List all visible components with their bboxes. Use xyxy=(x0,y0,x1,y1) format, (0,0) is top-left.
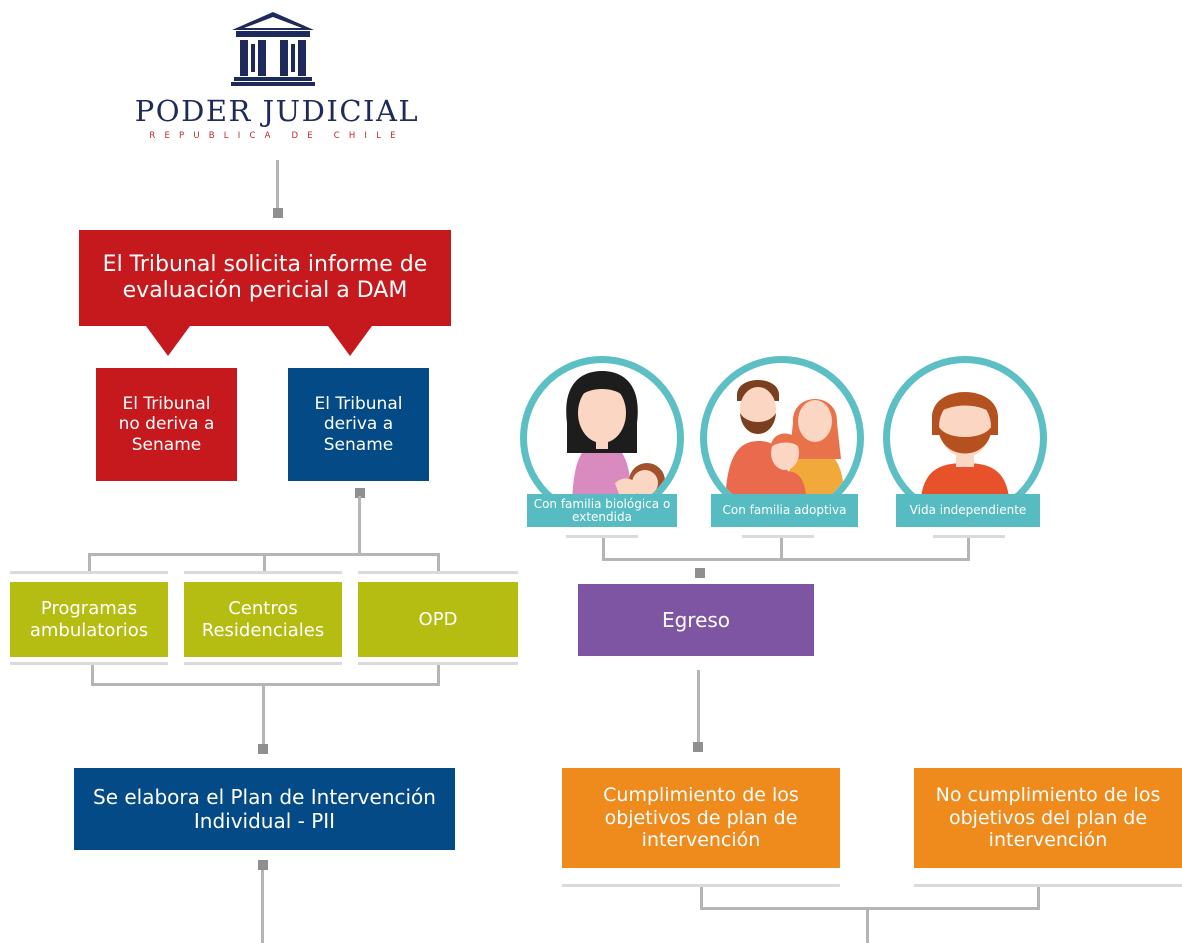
connector-node xyxy=(693,742,703,752)
connector-egress-down xyxy=(697,670,700,742)
connector-node xyxy=(258,744,268,754)
connector-branch-drop xyxy=(88,553,91,571)
shelf xyxy=(184,662,342,665)
mother-with-baby-icon xyxy=(566,371,665,513)
outcome-circle-biological xyxy=(520,356,684,520)
connector-branch-drop xyxy=(437,553,440,571)
shelf xyxy=(933,535,1005,538)
connector-plan-continue xyxy=(261,870,264,943)
shelf xyxy=(358,571,518,574)
plan-label: Se elabora el Plan de Intervención Indiv… xyxy=(93,785,436,833)
connector-fulfil-drop xyxy=(700,887,703,909)
centers-label: Centros Residenciales xyxy=(201,597,325,641)
opd-box: OPD xyxy=(358,582,518,657)
shelf xyxy=(10,571,168,574)
outcome-caption-independent: Vida independiente xyxy=(896,494,1040,527)
connector-node xyxy=(258,860,268,870)
connector-node xyxy=(273,208,283,218)
egress-label: Egreso xyxy=(661,608,731,632)
derive-box: El Tribunal deriva a Sename xyxy=(288,368,429,481)
shelf xyxy=(358,662,518,665)
plan-box: Se elabora el Plan de Intervención Indiv… xyxy=(74,768,455,850)
connector-merge-drop xyxy=(437,665,440,685)
connector-derive-branch xyxy=(358,496,361,556)
request-label: El Tribunal solicita informe de evaluaci… xyxy=(102,251,428,303)
no-derive-box: El Tribunal no deriva a Sename xyxy=(96,368,237,481)
outcome-caption-biological: Con familia biológica o extendida xyxy=(527,494,677,527)
connector-fulfil-horizontal xyxy=(700,907,1040,910)
fulfilled-label: Cumplimiento de los objetivos de plan de… xyxy=(603,783,799,852)
connector-fulfil-drop xyxy=(1037,887,1040,909)
shelf xyxy=(184,571,342,574)
connector-outcome-drop xyxy=(602,538,605,560)
opd-label: OPD xyxy=(418,608,458,630)
logo-title: PODER JUDICIAL xyxy=(134,94,420,128)
connector-merge-plan xyxy=(262,683,265,747)
connector-outcome-drop xyxy=(967,538,970,560)
connector-logo-request xyxy=(276,160,279,212)
request-box: El Tribunal solicita informe de evaluaci… xyxy=(79,230,451,326)
fulfilled-box: Cumplimiento de los objetivos de plan de… xyxy=(562,768,840,868)
shelf xyxy=(562,884,840,887)
connector-merge-horizontal xyxy=(91,683,440,686)
connector-fulfil-continue xyxy=(866,907,869,943)
outcome-caption-adoptive: Con familia adoptiva xyxy=(711,494,858,527)
shelf xyxy=(10,662,168,665)
egress-box: Egreso xyxy=(578,584,814,656)
no-derive-label: El Tribunal no deriva a Sename xyxy=(118,393,215,455)
programs-label: Programas ambulatorios xyxy=(29,597,149,641)
young-man-icon xyxy=(920,392,1010,513)
connector-node xyxy=(695,568,705,578)
connector-branch-drop xyxy=(263,553,266,571)
centers-box: Centros Residenciales xyxy=(184,582,342,657)
not-fulfilled-label: No cumplimiento de los objetivos del pla… xyxy=(935,783,1161,852)
arrow-pointer-right xyxy=(328,326,372,356)
connector-node xyxy=(355,488,365,498)
logo-subtitle: REPUBLICA DE CHILE xyxy=(149,131,405,141)
shelf xyxy=(566,535,638,538)
connector-merge-drop xyxy=(91,665,94,685)
connector-outcome-horizontal xyxy=(602,558,970,561)
derive-label: El Tribunal deriva a Sename xyxy=(314,393,403,455)
not-fulfilled-box: No cumplimiento de los objetivos del pla… xyxy=(914,768,1182,868)
programs-box: Programas ambulatorios xyxy=(10,582,168,657)
shelf xyxy=(914,884,1182,887)
shelf xyxy=(742,535,814,538)
courthouse-icon xyxy=(231,12,315,86)
arrow-pointer-left xyxy=(146,326,190,356)
family-icon xyxy=(725,380,845,513)
connector-outcome-drop xyxy=(780,538,783,560)
